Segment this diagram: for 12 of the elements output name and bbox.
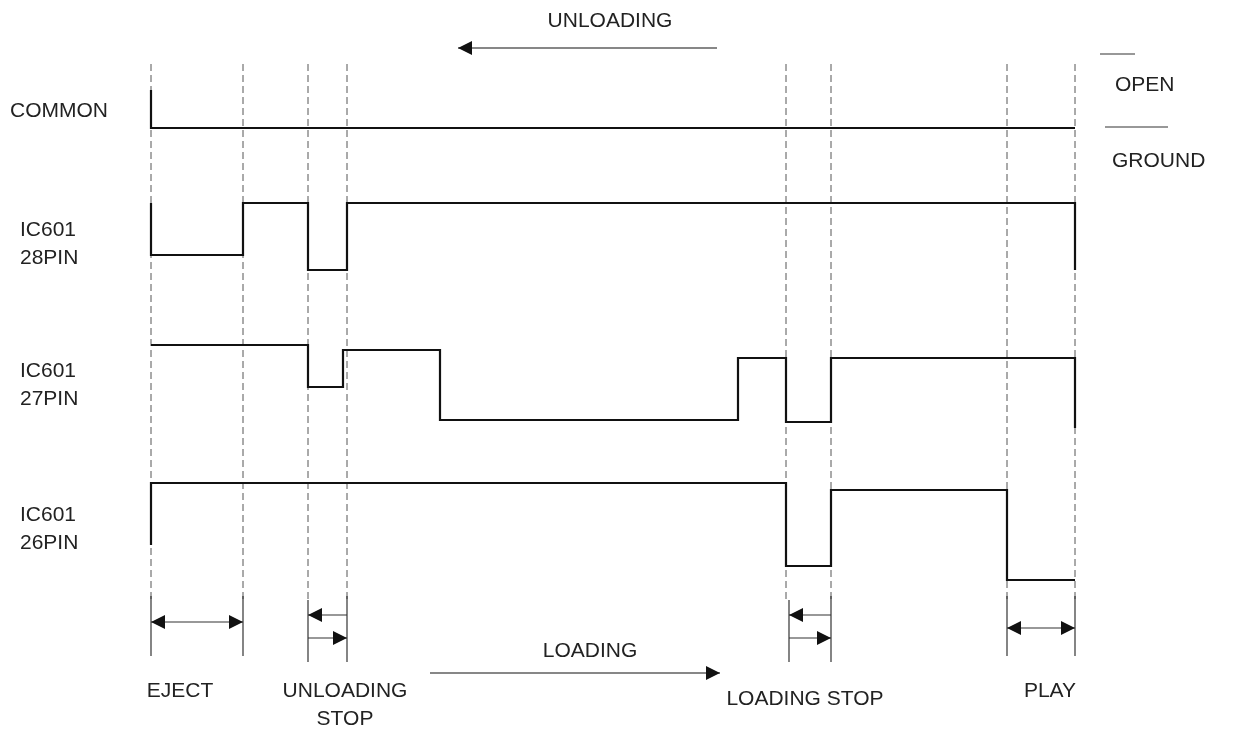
interval-label: LOADING STOP bbox=[725, 685, 885, 711]
direction-label: LOADING bbox=[541, 637, 639, 663]
interval-label: EJECT bbox=[145, 677, 215, 703]
signal-name: IC601 27PIN bbox=[20, 357, 80, 411]
signal-name: IC601 28PIN bbox=[20, 216, 80, 270]
interval-label: PLAY bbox=[1022, 677, 1078, 703]
interval-label: UNLOADING STOP bbox=[281, 677, 409, 731]
direction-label: UNLOADING bbox=[546, 7, 674, 33]
signal-name: IC601 26PIN bbox=[20, 501, 80, 555]
legend-label: OPEN bbox=[1115, 71, 1175, 97]
signal-name: COMMON bbox=[10, 97, 109, 123]
legend-label: GROUND bbox=[1112, 147, 1206, 173]
